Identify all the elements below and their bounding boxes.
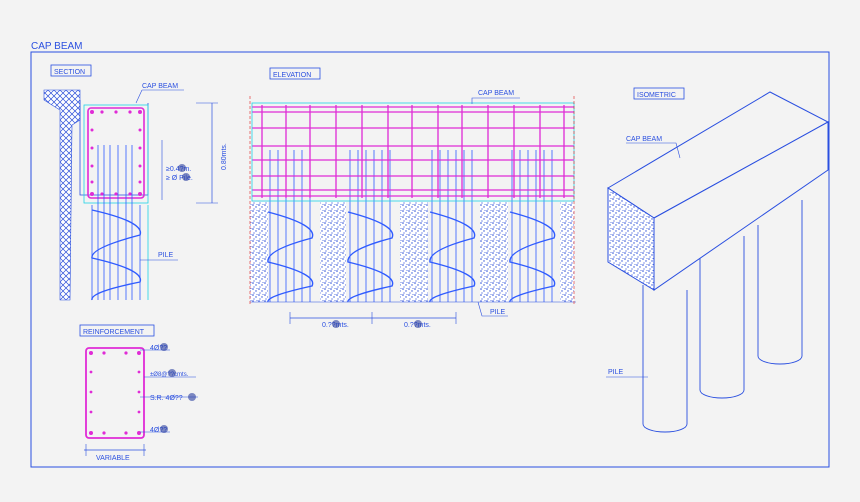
section-cap-beam-leader [135,89,184,104]
section-cap-beam [83,104,149,204]
ground-hatch [43,89,81,301]
reinforcement-title: REINFORCEMENT [83,329,145,336]
elevation-title: ELEVATION [273,72,311,79]
section-title-box [50,64,92,77]
section-view: SECTION CAP BEAM 0.80mts. [43,64,228,301]
section-bars [90,110,142,196]
isometric-cap-beam-leader [626,142,681,159]
elevation-pile-label: PILE [490,309,506,316]
reinforcement-bars [89,351,141,435]
reinforcement-dot-top [160,343,168,351]
reinforcement-dot-sr [188,393,196,401]
reinforcement-dot-bottom [160,425,168,433]
reinforcement-leaders [140,349,198,433]
elevation-pile-bars [269,150,553,302]
elevation-cap-beam-label: CAP BEAM [478,90,514,97]
elevation-spirals [267,211,556,303]
elevation-rebar-cage [252,105,574,198]
elevation-title-box [269,67,321,80]
section-dim-height: 0.80mts. [221,143,228,170]
reinforcement-width-label: VARIABLE [96,455,130,462]
elevation-cap-beam-outline [251,102,575,202]
section-title: SECTION [54,69,85,76]
isometric-title-box [633,87,685,100]
isometric-beam-end [607,187,655,291]
isometric-piles [642,200,803,433]
isometric-view: ISOMETRIC CAP BEAM PILE [606,87,830,433]
elevation-pile-leader [477,301,508,317]
section-spiral [91,209,142,301]
drawing-frame [30,51,830,468]
isometric-title: ISOMETRIC [637,92,676,99]
section-note-line2: ≥ Ø Pile. [166,175,193,182]
reinforcement-dot-stirrup [168,369,176,377]
reinforcement-callout-sr: S.R. 4Ø?? [150,395,183,402]
isometric-cap-beam-label: CAP BEAM [626,136,662,143]
elevation-pile-blocks [250,202,574,302]
elevation-spacing-dot2 [414,320,422,328]
isometric-pile-label: PILE [608,369,624,376]
section-stirrup [87,107,145,199]
section-cap-beam-label: CAP BEAM [142,83,178,90]
section-pile-label: PILE [158,252,174,259]
reinforcement-title-box [79,324,155,337]
sheet-title: CAP BEAM [31,41,83,52]
reinforcement-callout-top: 4Ø?? [150,345,167,352]
section-note-dot2 [182,173,190,181]
elevation-view: ELEVATION [249,67,576,329]
ground-outline [79,100,149,196]
reinforcement-callout-bottom: 4Ø?? [150,427,167,434]
reinforcement-view: REINFORCEMENT 4Ø?? ±Ø8@??cmts. S.R. 4Ø??… [79,324,198,462]
elevation-spacing-dot1 [332,320,340,328]
elevation-cap-beam-leader [471,97,520,104]
section-pile-bars [91,145,141,300]
section-note-dot1 [178,164,186,172]
reinforcement-stirrup [85,347,145,439]
